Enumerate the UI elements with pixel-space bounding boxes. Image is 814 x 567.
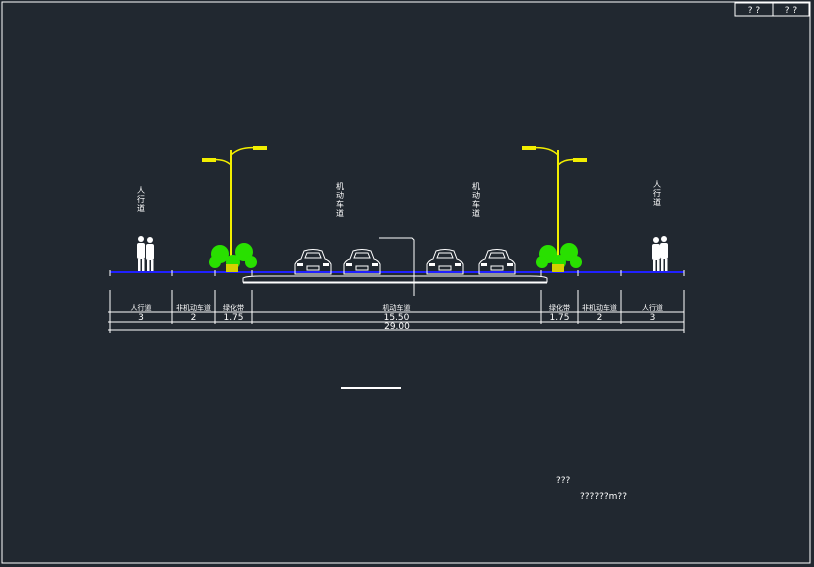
segment-name-label: 人行道 bbox=[642, 303, 663, 312]
tree-group-right bbox=[536, 243, 582, 272]
pedestrian bbox=[147, 260, 150, 271]
zone-label-sidewalk-left: 人行道 bbox=[137, 186, 146, 213]
pedestrian bbox=[653, 237, 659, 243]
pedestrians-right bbox=[652, 236, 668, 271]
centerline-marker bbox=[379, 237, 415, 296]
street-lamp-right bbox=[522, 146, 587, 272]
car bbox=[478, 249, 516, 275]
pedestrian bbox=[142, 259, 145, 271]
segment-width-label: 3 bbox=[650, 313, 656, 323]
roadway-surface bbox=[242, 275, 548, 284]
pedestrian bbox=[661, 259, 664, 271]
segment-width-label: 3 bbox=[138, 313, 144, 323]
tree-planter bbox=[226, 264, 238, 272]
zone-label-motor-lane-left: 机动车道 bbox=[336, 181, 345, 218]
zone-labels: 人行道 机动车道 机动车道 人行道 bbox=[137, 180, 662, 218]
tree bbox=[209, 256, 221, 268]
dimension-labels: 人行道3非机动车道2绿化带1.75机动车道15.50绿化带1.75非机动车道2人… bbox=[131, 303, 664, 323]
pedestrian bbox=[660, 243, 668, 259]
dimension-table bbox=[108, 290, 685, 333]
segment-name-label: 非机动车道 bbox=[582, 303, 617, 312]
street-lamp-left bbox=[202, 146, 267, 272]
pedestrian bbox=[138, 259, 141, 271]
note-text: ??????m?? bbox=[580, 492, 627, 502]
segment-width-label: 15.50 bbox=[384, 313, 410, 323]
segment-name-label: 绿化带 bbox=[223, 303, 244, 312]
segment-name-label: 非机动车道 bbox=[176, 303, 211, 312]
title-block: ? ? ? ? bbox=[734, 2, 810, 17]
lamp-head bbox=[253, 146, 267, 150]
tree bbox=[245, 256, 257, 268]
pedestrian bbox=[657, 260, 660, 271]
ground-line bbox=[109, 270, 685, 276]
pedestrian bbox=[146, 244, 154, 260]
segment-width-label: 1.75 bbox=[549, 313, 569, 323]
pedestrian bbox=[653, 260, 656, 271]
segment-name-label: 人行道 bbox=[131, 303, 152, 312]
lamp-head bbox=[573, 158, 587, 162]
pedestrian bbox=[652, 244, 660, 260]
zone-label-sidewalk-right: 人行道 bbox=[653, 180, 662, 207]
tree-group-left bbox=[209, 243, 257, 272]
car bbox=[294, 249, 332, 275]
vehicles bbox=[294, 249, 516, 275]
total-width-label: 29.00 bbox=[384, 322, 410, 332]
zone-label-motor-lane-right: 机动车道 bbox=[472, 181, 481, 218]
note-title: ??? bbox=[556, 476, 571, 486]
tree bbox=[560, 243, 578, 261]
pedestrian bbox=[138, 236, 144, 242]
tree bbox=[536, 256, 548, 268]
pedestrian bbox=[665, 259, 668, 271]
segment-width-label: 2 bbox=[597, 313, 603, 323]
tree-planter bbox=[552, 264, 564, 272]
segment-name-label: 绿化带 bbox=[549, 303, 570, 312]
tree bbox=[235, 243, 253, 261]
title-block-cell-right: ? ? bbox=[785, 6, 798, 16]
car bbox=[426, 249, 464, 275]
lamp-head bbox=[202, 158, 216, 162]
title-block-cell-left: ? ? bbox=[748, 6, 761, 16]
tree bbox=[570, 256, 582, 268]
pedestrian bbox=[151, 260, 154, 271]
segment-width-label: 1.75 bbox=[223, 313, 243, 323]
pedestrian bbox=[147, 237, 153, 243]
title-block-border bbox=[734, 2, 810, 17]
pedestrian bbox=[661, 236, 667, 242]
pedestrians-left bbox=[137, 236, 154, 271]
car bbox=[343, 249, 381, 275]
carriageway-profile bbox=[242, 275, 548, 283]
pedestrian bbox=[137, 243, 145, 259]
segment-name-label: 机动车道 bbox=[383, 303, 411, 312]
lamp-head bbox=[522, 146, 536, 150]
segment-width-label: 2 bbox=[191, 313, 197, 323]
